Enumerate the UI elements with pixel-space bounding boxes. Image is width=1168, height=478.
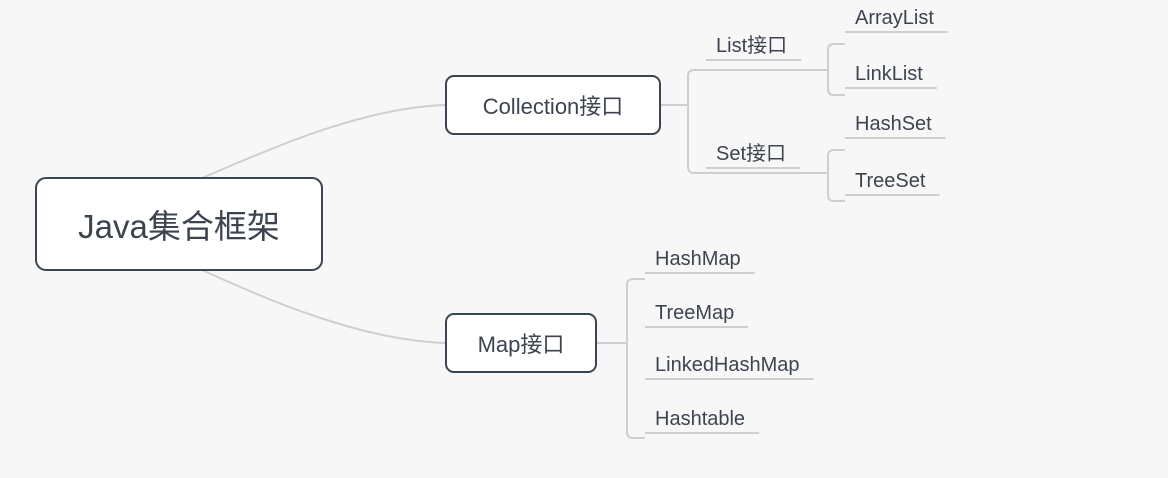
node-collection-interface[interactable]: Collection接口 <box>445 75 661 135</box>
edge-root-to-map <box>201 269 446 344</box>
bracket-set-children <box>827 149 845 202</box>
node-set-interface[interactable]: Set接口 <box>716 143 787 165</box>
node-treeset[interactable]: TreeSet <box>855 170 926 192</box>
bracket-map-children <box>626 278 645 439</box>
node-hashtable[interactable]: Hashtable <box>655 408 746 430</box>
bracket-collection-children <box>687 69 706 174</box>
node-treemap[interactable]: TreeMap <box>655 302 735 324</box>
node-list-interface[interactable]: List接口 <box>716 35 788 57</box>
node-linkedhashmap[interactable]: LinkedHashMap <box>655 354 800 376</box>
node-root[interactable]: Java集合框架 <box>35 177 323 271</box>
node-map-interface[interactable]: Map接口 <box>445 313 597 373</box>
node-linklist[interactable]: LinkList <box>855 63 923 85</box>
node-hashmap[interactable]: HashMap <box>655 248 741 270</box>
node-hashset[interactable]: HashSet <box>855 113 932 135</box>
bracket-list-children <box>827 43 845 96</box>
node-arraylist[interactable]: ArrayList <box>855 7 934 29</box>
edge-root-to-collection <box>201 104 446 179</box>
